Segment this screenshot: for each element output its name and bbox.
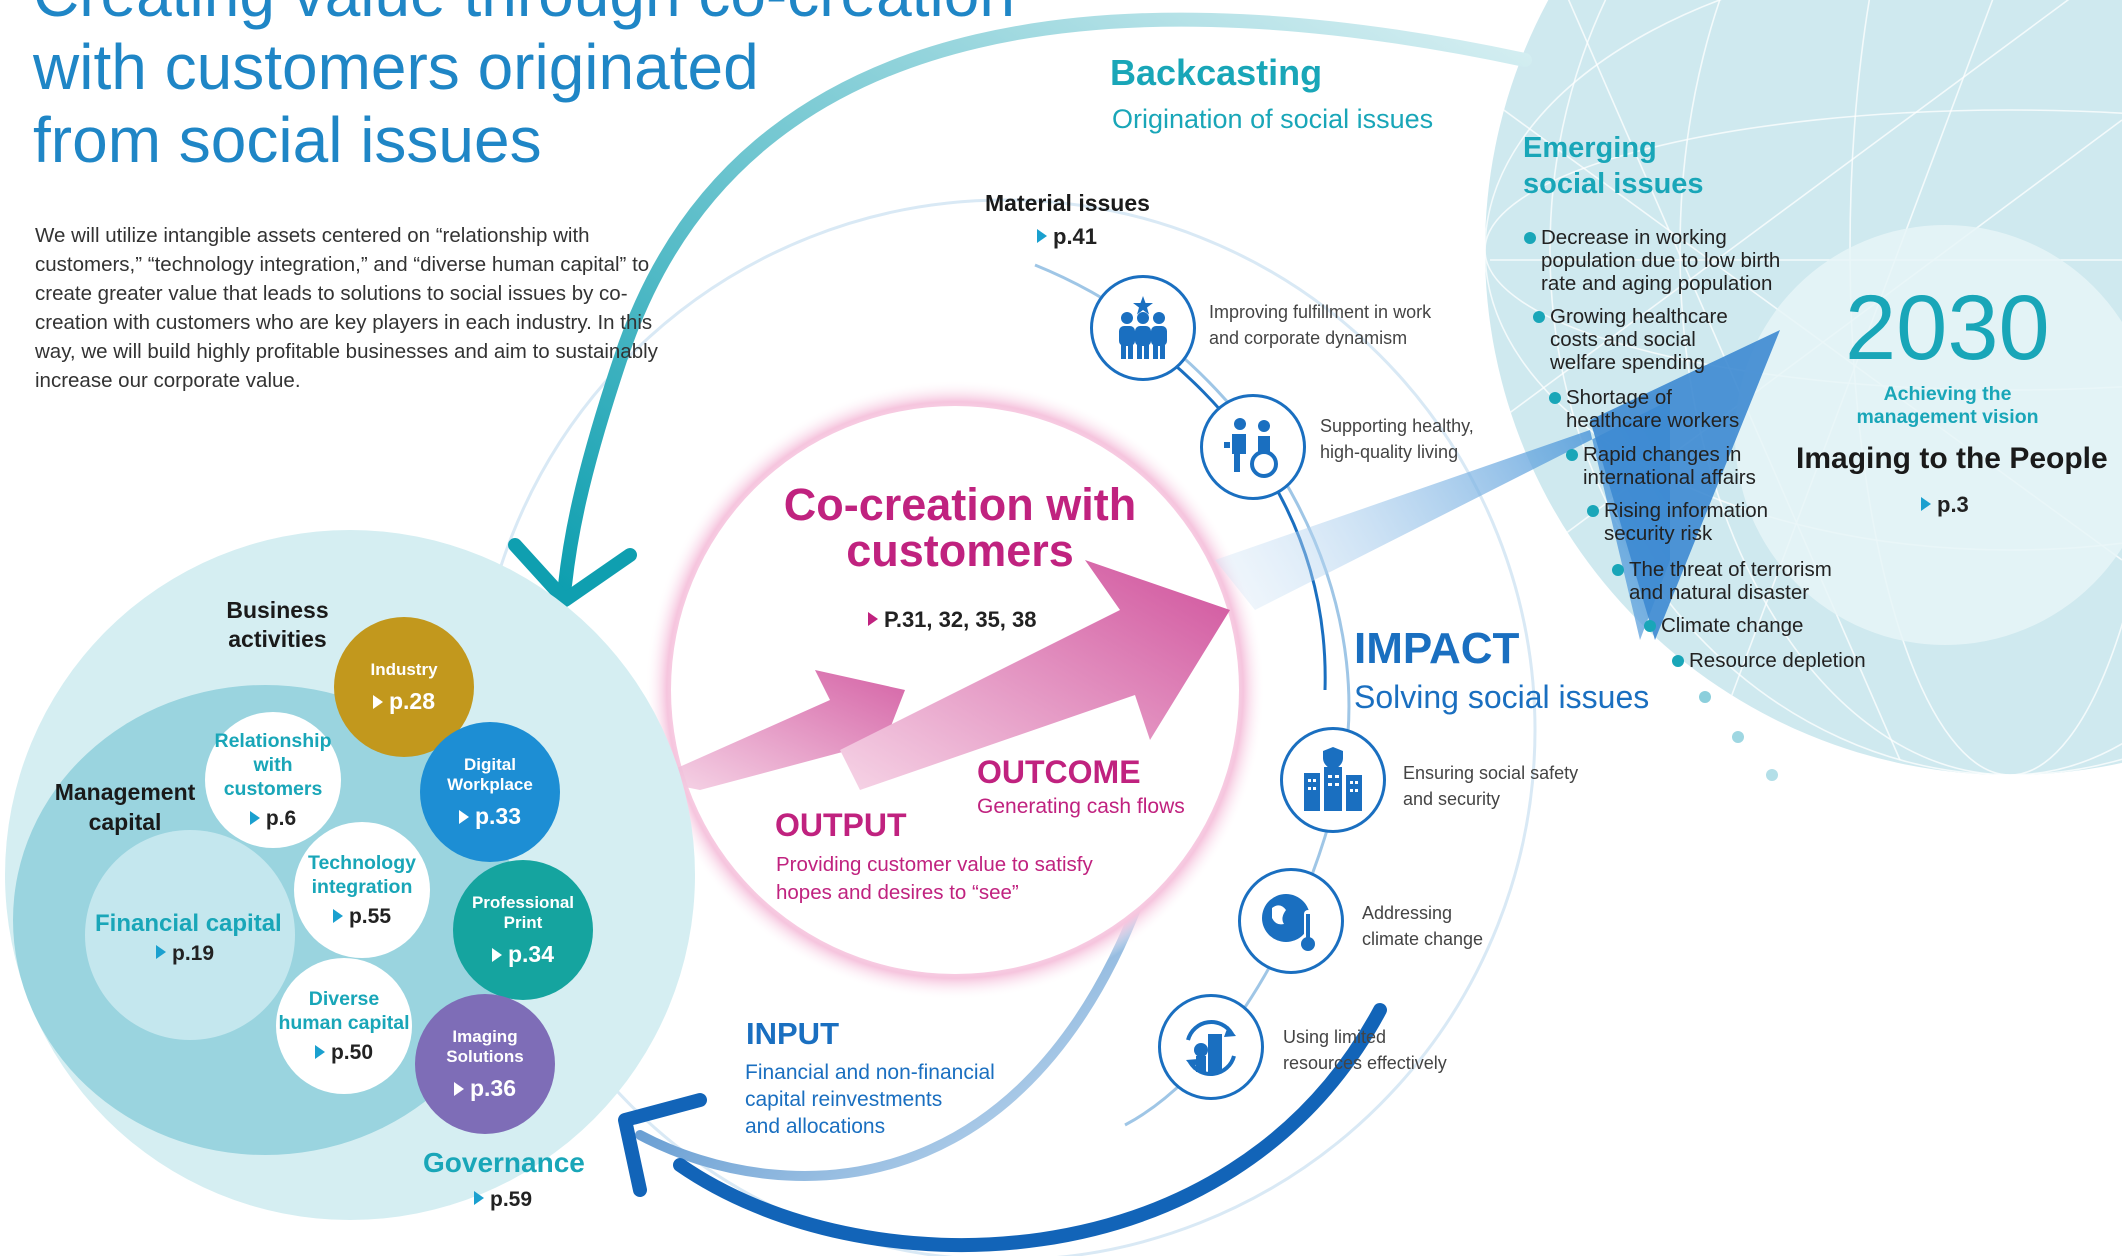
bubble-ref: p.33: [458, 803, 521, 830]
page-ref-arrow-icon: [314, 1045, 325, 1059]
page-title: Creating value through co-creation with …: [33, 0, 1015, 177]
co-creation-ref[interactable]: P.31, 32, 35, 38: [868, 607, 1037, 633]
output-title: OUTPUT: [775, 807, 907, 843]
title-line: Creating value through co-creation: [33, 0, 1015, 31]
backcasting-title: Backcasting: [1110, 52, 1323, 93]
outcome-title: OUTCOME: [977, 754, 1141, 790]
bubble-ref: p.36: [453, 1075, 516, 1102]
input-description: Financial and non-financial capital rein…: [745, 1061, 995, 1138]
climate-globe-icon: [1238, 868, 1344, 974]
bubble-ref: p.34: [491, 941, 554, 968]
page-ref-arrow-icon: [1037, 229, 1047, 244]
financial-capital-ref[interactable]: p.19: [156, 942, 214, 966]
material-issues-label: Material issues: [985, 190, 1150, 216]
bubble-ref: p.6: [249, 807, 296, 831]
co-creation-title: Co-creation with customers: [783, 479, 1137, 576]
bubble-ref: p.55: [332, 905, 391, 929]
input-arc-outer: [673, 1003, 1387, 1252]
vision-name: Imaging to the People: [1796, 442, 2108, 475]
bubble-ref: p.50: [314, 1041, 373, 1065]
impact-title: IMPACT: [1354, 624, 1520, 673]
intro-text: We will utilize intangible assets center…: [35, 224, 658, 392]
vision-year: 2030: [1845, 277, 2050, 379]
page-ref-arrow-icon: [156, 945, 166, 960]
financial-capital-label: Financial capital: [95, 910, 282, 937]
bubble-label: Industry: [370, 659, 438, 679]
input-arrowhead: [618, 1093, 707, 1197]
input-title: INPUT: [746, 1016, 839, 1051]
backcasting-subtitle: Origination of social issues: [1112, 104, 1434, 134]
output-description: Providing customer value to satisfy hope…: [776, 853, 1093, 904]
healthcare-support-icon: [1200, 394, 1306, 500]
page-ref-arrow-icon: [453, 1081, 464, 1096]
page-ref-arrow-icon: [868, 612, 878, 627]
page-ref-arrow-icon: [474, 1191, 484, 1206]
page-ref-arrow-icon: [1921, 497, 1931, 512]
business-activities-label: Business activities: [226, 597, 329, 652]
people-team-icon: [1090, 275, 1196, 381]
title-line: from social issues: [33, 104, 542, 176]
bubble-ref: p.28: [372, 688, 435, 715]
resource-cycle-icon: [1158, 994, 1264, 1100]
emerging-issue: Climate change: [1644, 614, 1803, 637]
governance-label: Governance: [423, 1147, 585, 1178]
financial-capital-circle: [85, 830, 295, 1040]
emerging-issue: Resource depletion: [1672, 649, 1866, 672]
outcome-arrow: [840, 560, 1230, 790]
management-capital-label: Management capital: [54, 779, 196, 835]
impact-subtitle: Solving social issues: [1354, 679, 1650, 715]
output-arrow: [650, 670, 905, 790]
page-ref-arrow-icon: [491, 947, 502, 962]
material-issues-ref[interactable]: p.41: [1037, 224, 1097, 250]
page-ref-arrow-icon: [249, 811, 260, 825]
emerging-title: Emerging social issues: [1523, 132, 1704, 200]
material-item-text: Supporting healthy,high-quality living: [1320, 416, 1474, 462]
governance-ref[interactable]: p.59: [474, 1188, 532, 1212]
title-line: with customers originated: [33, 31, 759, 103]
page-ref-arrow-icon: [372, 694, 383, 709]
backcasting-arrowhead: [508, 538, 637, 607]
backcasting-arc: [558, 12, 1532, 592]
safety-buildings-icon: [1280, 727, 1386, 833]
page-ref-arrow-icon: [332, 909, 343, 923]
outcome-subtitle: Generating cash flows: [977, 795, 1185, 818]
page-ref-arrow-icon: [458, 809, 469, 824]
vision-ref[interactable]: p.3: [1921, 492, 1969, 518]
vision-label: Achieving the management vision: [1856, 383, 2039, 428]
vision-circle: [1735, 225, 2122, 645]
